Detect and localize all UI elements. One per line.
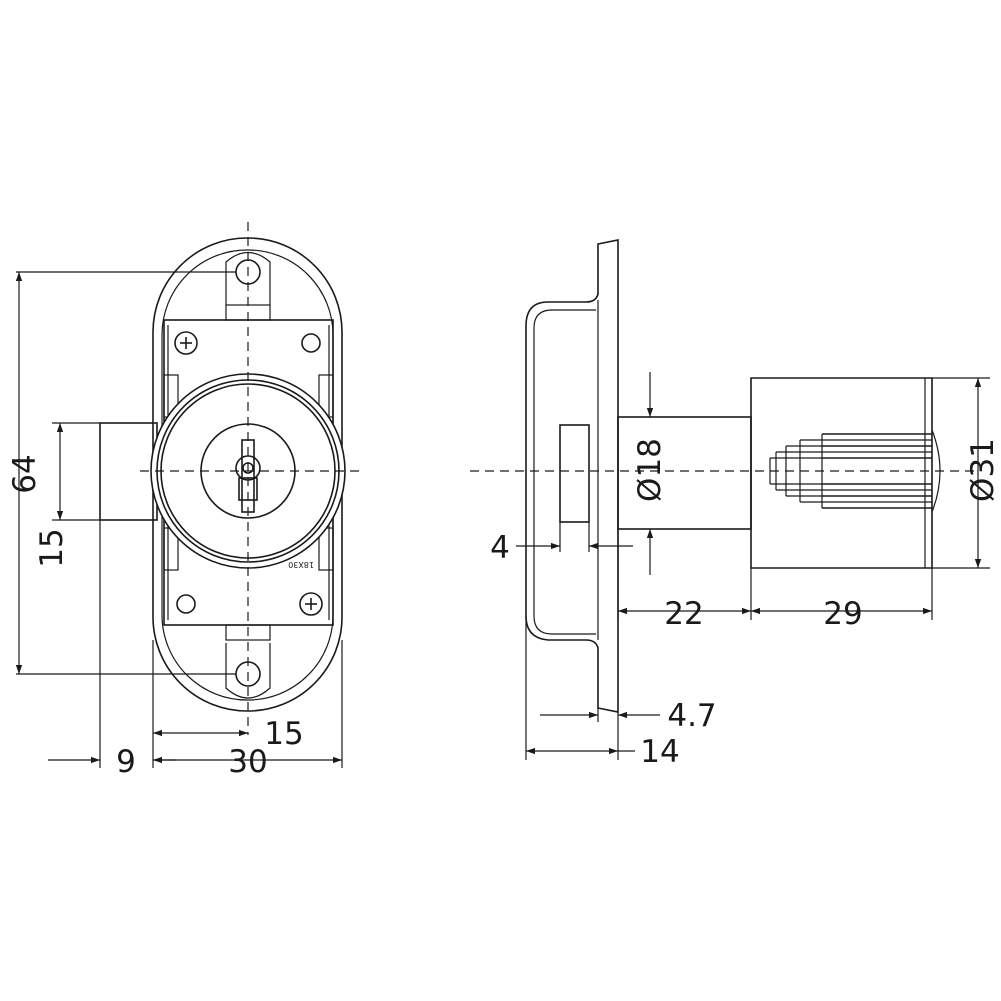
dim-head-length: 29: [823, 596, 862, 632]
dim-cam-offset: 9: [116, 744, 136, 780]
bottom-ear: [225, 643, 271, 699]
dim-gap: 4: [490, 530, 510, 566]
dim-cam-width: 15: [34, 528, 70, 567]
stamp-text: 18X30: [288, 560, 314, 569]
dim-half-width: 15: [264, 716, 303, 752]
dim-neck-length: 22: [664, 596, 703, 632]
hole-bottom-left: [176, 594, 196, 614]
dim-height: 64: [7, 454, 43, 493]
screw-bottom-right: [299, 592, 323, 616]
front-view: 18X30 64 15 15 30 9: [7, 222, 365, 780]
dim-flange: 4.7: [667, 698, 716, 734]
dim-thread-diameter: Ø18: [632, 438, 668, 502]
dim-body-depth: 14: [640, 734, 679, 770]
side-head: [750, 377, 933, 569]
side-slot: [559, 424, 590, 523]
side-flange: [525, 239, 619, 713]
side-view: Ø18 Ø31 4 22 29 4.7 14: [470, 239, 1001, 770]
dim-body-width: 30: [228, 744, 267, 780]
side-flange-inner: [533, 300, 599, 640]
hole-top-right: [301, 333, 321, 353]
screw-top-left: [174, 331, 198, 355]
dim-head-diameter: Ø31: [965, 438, 1001, 502]
knurl-ribs: [769, 429, 941, 513]
